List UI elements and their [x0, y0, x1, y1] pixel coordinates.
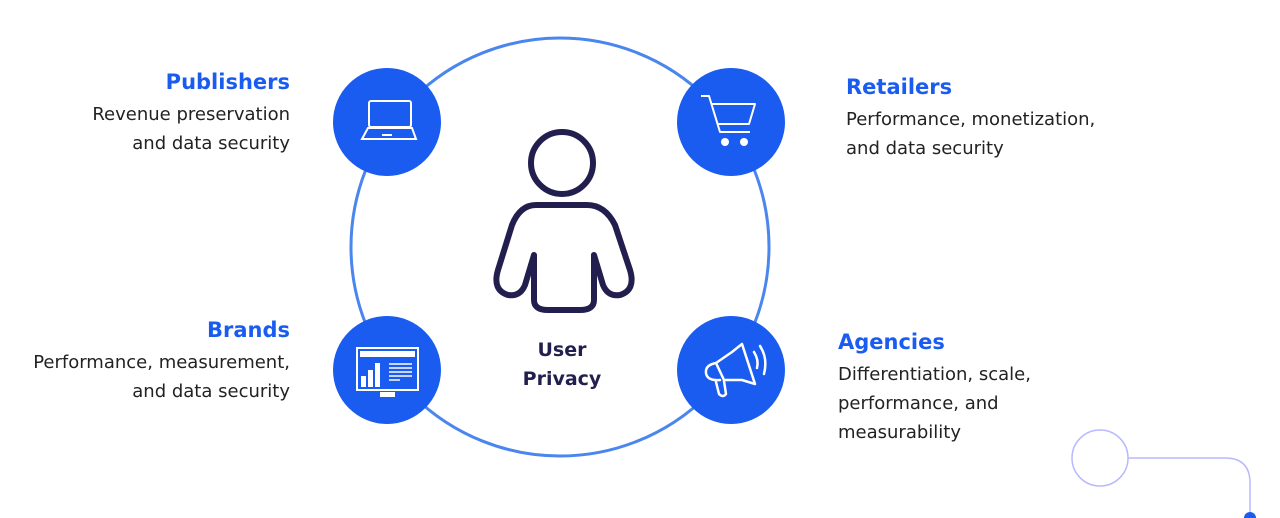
dashboard-monitor-icon: [333, 316, 441, 424]
segment-desc-line: and data security: [132, 133, 290, 154]
segment-title: Publishers: [165, 70, 290, 94]
segment-desc-line: Performance, measurement,: [33, 352, 290, 373]
center-label: User Privacy: [500, 336, 624, 394]
shopping-cart-icon: [677, 68, 785, 176]
segment-title: Brands: [206, 318, 290, 342]
segment-desc-line: Revenue preservation: [92, 104, 290, 125]
user-icon: [493, 129, 635, 313]
decorative-dot: [1244, 512, 1256, 518]
decorative-connector: [1071, 429, 1251, 515]
segment-brands: Brands Performance, measurement, and dat…: [33, 318, 290, 406]
segment-retailers: Retailers Performance, monetization, and…: [846, 75, 1095, 163]
segment-desc-line: performance, and: [838, 393, 999, 414]
segment-desc-line: measurability: [838, 422, 961, 443]
center-label-line2: Privacy: [522, 368, 602, 390]
segment-desc-line: and data security: [846, 138, 1004, 159]
segment-desc-line: Performance, monetization,: [846, 109, 1096, 130]
segment-title: Retailers: [846, 75, 953, 99]
segment-desc-line: Differentiation, scale,: [838, 364, 1031, 385]
laptop-icon: [333, 68, 441, 176]
segment-agencies: Agencies Differentiation, scale, perform…: [838, 330, 1031, 447]
center-label-line1: User: [537, 339, 587, 361]
segment-title: Agencies: [838, 330, 945, 354]
segment-desc-line: and data security: [132, 381, 290, 402]
megaphone-icon: [677, 316, 785, 424]
segment-publishers: Publishers Revenue preservation and data…: [92, 70, 290, 158]
outer-ring: [349, 36, 771, 458]
